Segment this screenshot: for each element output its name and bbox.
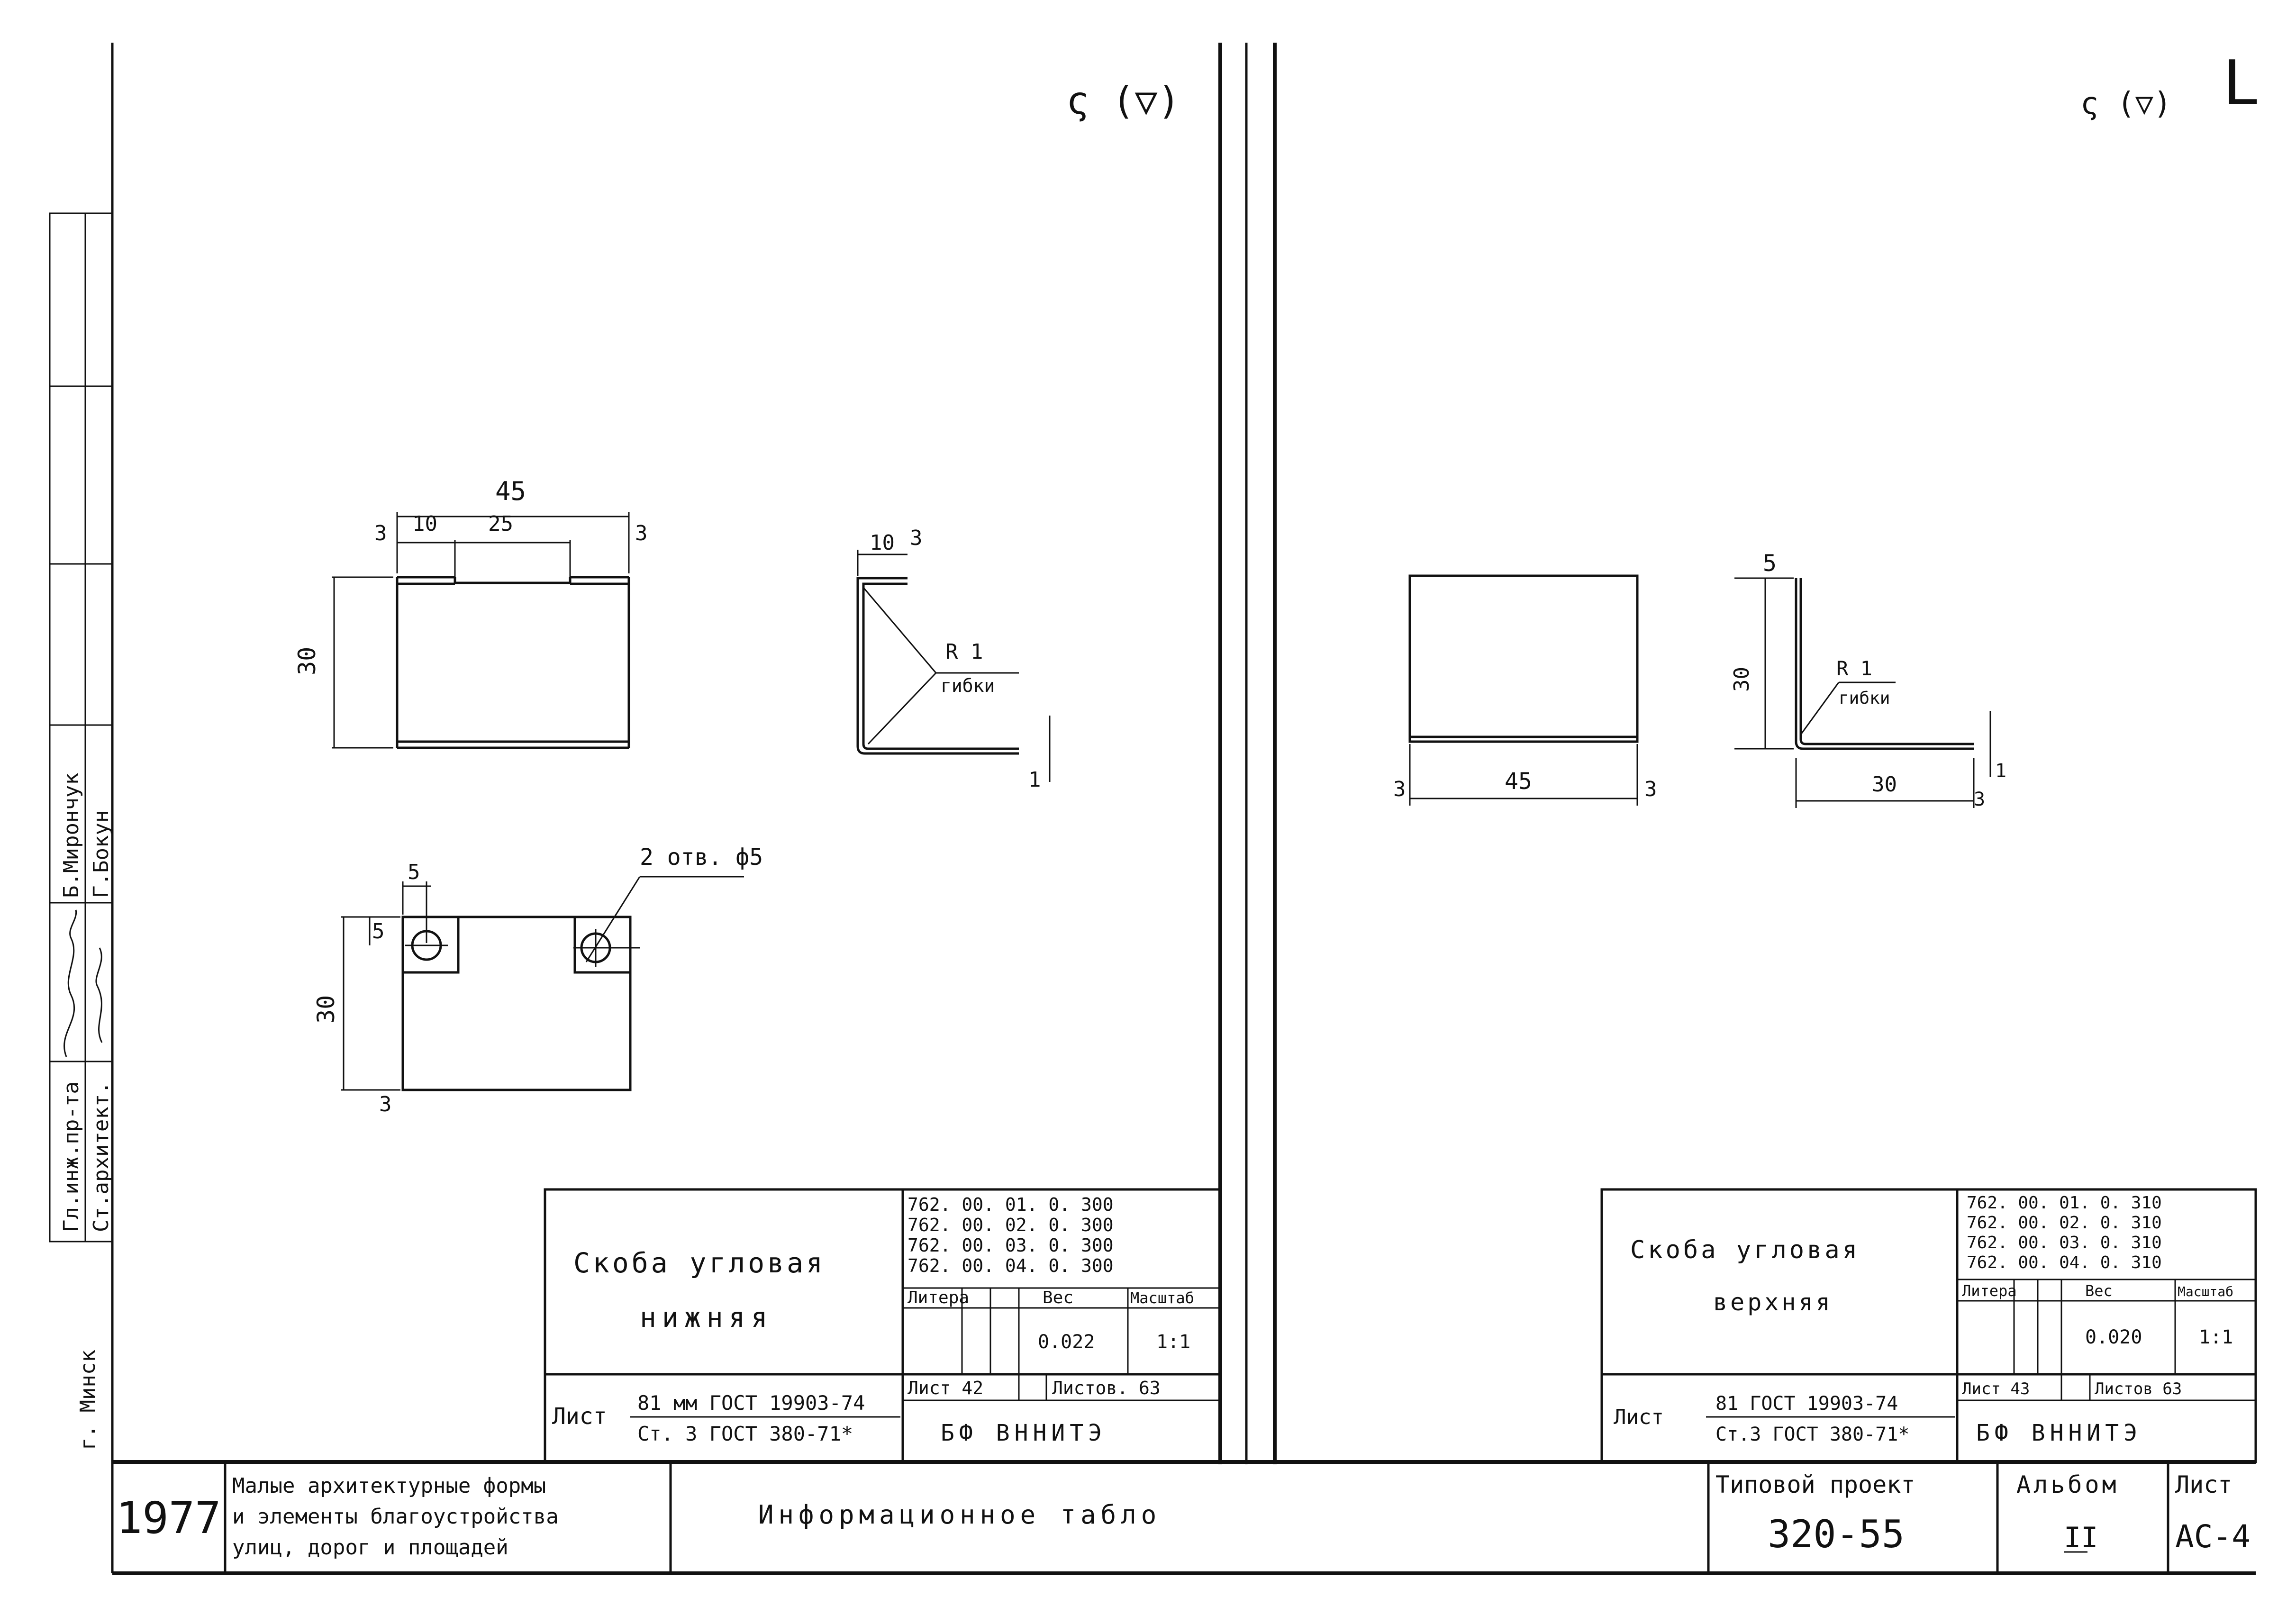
left-weight: 0.022 [1038,1331,1095,1353]
right-material-top: 81 ГОСТ 19903-74 [1715,1393,1898,1415]
left-sheet-label: Лист [552,1403,607,1430]
right-title-block: Скоба угловая верхняя 762. 00. 01. 0. 31… [1600,1188,2257,1463]
right-part-name-1: Скоба угловая [1630,1236,1860,1264]
right-material-bottom: Ст.3 ГОСТ 380-71* [1715,1424,1909,1445]
stamp-role-1: Гл.инж.пр-та [59,1081,83,1232]
sheet-label: Лист [2175,1471,2232,1498]
corner-mark: L [2223,47,2260,119]
right-sheet-no: Лист 43 [1962,1379,2030,1398]
right-weight-label: Вес [2085,1282,2113,1300]
right-side-dim-5: 5 [1763,550,1777,577]
stamp-city: г. Минск [76,1350,100,1450]
project-number: 320-55 [1768,1512,1905,1556]
left-code-2: 762. 00. 02. 0. 300 [908,1215,1114,1235]
stamp-name-2: Г.Бокун [89,810,113,898]
holes-dim-30: 30 [312,995,340,1024]
side-dim-1: 1 [1028,768,1041,792]
left-material-bottom: Ст. 3 ГОСТ 380-71* [637,1422,853,1445]
dim-30: 30 [293,647,321,675]
left-scale: 1:1 [1156,1331,1190,1353]
right-side-dim-30-horiz: 30 [1872,772,1897,797]
left-hole-view: 2 отв. ф5 5 5 30 3 [312,844,763,1116]
roughness-mark-right: ς (▽) [2080,86,2172,121]
left-sheet-no: Лист 42 [908,1378,983,1398]
right-weight: 0.020 [2085,1326,2142,1348]
right-code-4: 762. 00. 04. 0. 310 [1967,1253,2162,1272]
stamp-name-1: Б.Мирончук [59,772,83,898]
left-front-view: 45 10 25 3 3 30 [293,476,648,749]
left-org: БФ ВННИТЭ [941,1420,1107,1446]
right-org: БФ ВННИТЭ [1976,1420,2142,1446]
right-side-view: 5 30 R 1 гибки 30 1 3 [1730,550,2006,810]
side-stamp: Гл.инж.пр-та Ст.архитект. Б.Мирончук Г.Б… [49,212,113,1450]
year: 1977 [116,1493,221,1543]
holes-dim-3: 3 [379,1092,392,1116]
right-code-3: 762. 00. 03. 0. 310 [1967,1233,2162,1252]
left-part-name-1: Скоба угловая [573,1247,826,1279]
holes-label: 2 отв. ф5 [640,844,763,871]
holes-dim-5-side: 5 [372,919,385,944]
side-dim-3: 3 [910,526,923,550]
left-material-top: 81 мм ГОСТ 19903-74 [637,1391,865,1415]
right-side-r1: R 1 [1836,657,1872,680]
left-weight-label: Вес [1043,1288,1073,1307]
series-line-2: и элементы благоустройства [232,1505,559,1529]
album-label: Альбом [2016,1471,2119,1498]
stamp-role-2: Ст.архитект. [89,1081,113,1232]
dim-3-right: 3 [635,521,648,545]
left-code-1: 762. 00. 01. 0. 300 [908,1194,1114,1215]
album-number: II [2064,1521,2098,1554]
bottom-strip: 1977 Малые архитектурные формы и элемент… [116,1462,2251,1573]
drawing-title: Информационное табло [758,1500,1161,1530]
left-part-name-2: нижняя [640,1301,773,1334]
right-side-dim-1: 1 [1995,760,2006,782]
left-code-4: 762. 00. 04. 0. 300 [908,1255,1114,1276]
right-scale: 1:1 [2199,1326,2233,1348]
dim-3-left: 3 [374,521,387,545]
sheet-code: АС-4 [2175,1518,2251,1555]
right-dim-45: 45 [1505,768,1532,795]
project-label: Типовой проект [1715,1471,1915,1498]
right-front-view: 45 3 3 [1393,574,1657,806]
right-part-name-2: верхняя [1713,1288,1833,1316]
left-title-block: Скоба угловая нижняя 762. 00. 01. 0. 300… [544,1188,1222,1463]
left-scale-label: Масштаб [1130,1289,1194,1307]
left-sheets-total: Листов. 63 [1052,1378,1161,1398]
side-dim-10: 10 [870,531,895,555]
right-dim-3-left: 3 [1393,777,1406,801]
right-dim-3-right: 3 [1644,777,1657,801]
left-code-3: 762. 00. 03. 0. 300 [908,1235,1114,1256]
dim-25: 25 [488,512,513,536]
right-lit-label: Литера [1962,1282,2017,1300]
dim-45: 45 [495,476,526,506]
right-scale-label: Масштаб [2178,1284,2233,1299]
right-sheets-total: Листов 63 [2095,1379,2182,1398]
right-side-dim-30-vert: 30 [1730,667,1754,692]
roughness-mark-left: ς (▽) [1066,79,1180,123]
left-lit-label: Литера [908,1288,969,1307]
right-code-2: 762. 00. 02. 0. 310 [1967,1213,2162,1233]
series-line-3: улиц, дорог и площадей [232,1535,508,1560]
right-side-bend-label: гибки [1839,689,1890,708]
dim-10: 10 [412,512,437,536]
left-side-view: 10 3 R 1 гибки 1 [856,526,1051,792]
right-side-dim-3: 3 [1974,789,1985,810]
signature-2 [95,947,103,1043]
series-line-1: Малые архитектурные формы [232,1474,546,1498]
side-bend-label: гибки [941,675,995,696]
holes-dim-5-top: 5 [408,860,420,884]
right-sheet-label: Лист [1614,1405,1664,1429]
side-r1: R 1 [945,640,983,664]
right-code-1: 762. 00. 01. 0. 310 [1967,1193,2162,1213]
signature-1 [64,909,77,1057]
